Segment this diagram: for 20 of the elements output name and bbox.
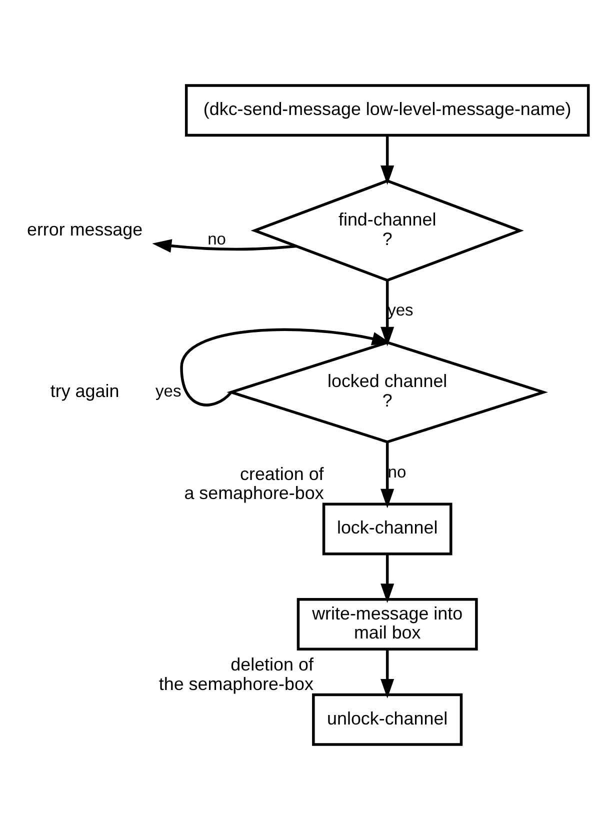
node-box: (dkc-send-message low-level-message-name) <box>184 84 590 136</box>
node-label: creation of a semaphore-box <box>184 463 324 503</box>
node-box: unlock-channel <box>312 692 463 746</box>
edge-label: no <box>208 228 226 248</box>
edge-label: no <box>388 462 406 481</box>
edge-label: yes <box>155 380 182 400</box>
arrow <box>380 441 394 508</box>
node-diamond: find-channel ? <box>250 178 524 282</box>
edge-label: yes <box>388 300 414 320</box>
node-diamond: locked channel ? <box>226 340 548 443</box>
arrow <box>380 649 394 698</box>
node-box: write-message into mail box <box>296 598 478 650</box>
node-text: error message <box>26 218 143 239</box>
node-box: lock-channel <box>322 502 452 555</box>
arrow <box>380 135 394 184</box>
arrow <box>152 238 296 252</box>
arrow <box>380 554 394 603</box>
label: try again <box>50 380 120 400</box>
arrow <box>380 280 394 346</box>
node-label: deletion of the semaphore-box <box>158 654 314 694</box>
